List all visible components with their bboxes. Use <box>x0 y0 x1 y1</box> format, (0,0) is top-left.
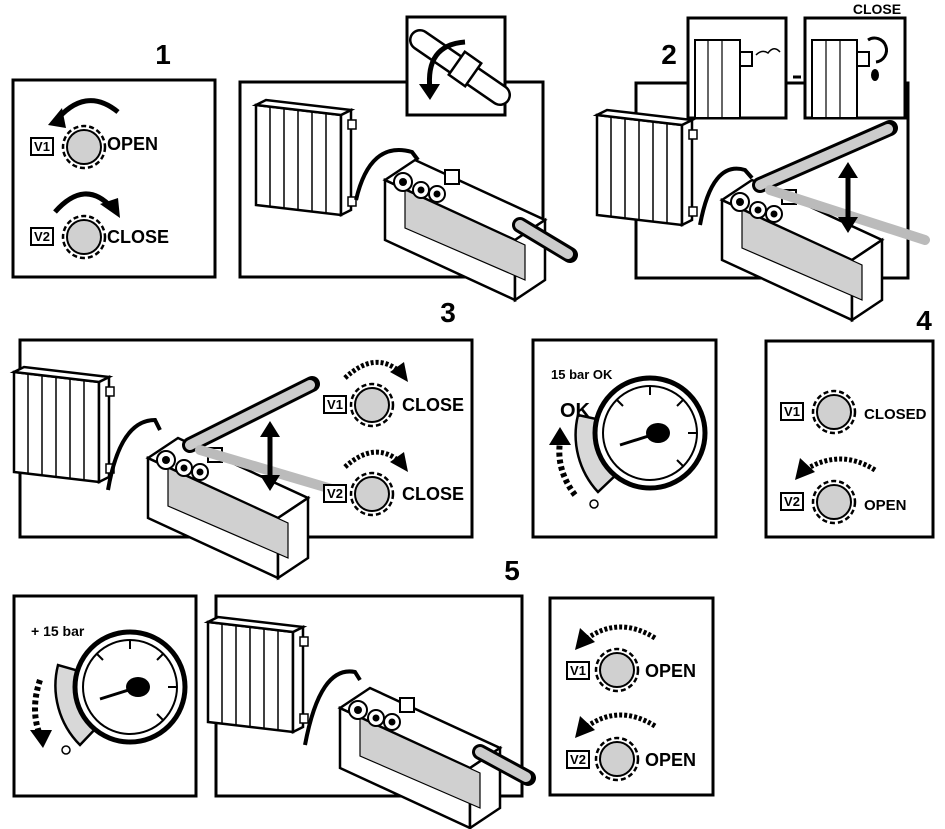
step5-v2-state: OPEN <box>645 750 696 770</box>
step-number-5: 5 <box>504 555 520 586</box>
step2-inset-close-label: CLOSE <box>853 1 901 17</box>
step5-v2-arrowhead-icon <box>575 716 595 738</box>
step4-v2-arrowhead-icon <box>795 458 815 480</box>
step5-v1-arrowhead-icon <box>575 628 595 650</box>
step5-v2-tag: V2 <box>570 752 586 767</box>
step2-close-rotate-icon <box>867 36 888 64</box>
step5-gauge-caption: + 15 bar <box>31 623 85 639</box>
step1-v1-tag: V1 <box>34 139 50 154</box>
step-number-3: 3 <box>440 297 456 328</box>
step3-radiator-icon <box>12 365 116 484</box>
step2-down-arrow-icon <box>838 217 858 233</box>
step5-v1-tag: V1 <box>570 663 586 678</box>
step4-gauge-rise-arrow <box>556 441 578 497</box>
step1-v2-arrowhead-icon <box>100 198 120 218</box>
step2-hose <box>698 166 754 226</box>
step5-pressure-gauge-icon <box>75 632 185 742</box>
step1-v2-tag: V2 <box>34 229 50 244</box>
step3-v1-arrowhead-icon <box>390 362 408 382</box>
step5-radiator-icon <box>206 615 310 734</box>
step4-up-arrowhead-icon <box>549 427 571 445</box>
step4-v2-state: OPEN <box>864 497 907 514</box>
step2-radiator-icon <box>595 108 699 227</box>
step3-v2-state: CLOSE <box>402 484 464 504</box>
step-number-2: 2 <box>661 39 677 70</box>
step2-up-arrow-icon <box>838 162 858 178</box>
step1-v1-arrowhead-icon <box>48 108 66 128</box>
step4-gauge-zero-mark <box>589 499 599 509</box>
step5-v1-rotate-arrow <box>583 624 657 643</box>
step5-down-arrowhead-icon <box>30 730 52 748</box>
step5-v1-knob-icon <box>594 647 640 693</box>
step4-gauge-ok-label: OK <box>560 400 591 422</box>
step3-down-arrow-icon <box>260 475 280 491</box>
step1-v1-knob-icon <box>61 124 107 170</box>
step4-pressure-gauge-icon <box>595 378 705 488</box>
step3-v1-knob-icon <box>349 382 395 428</box>
step5-v2-rotate-arrow <box>583 712 657 731</box>
step3-v2-tag: V2 <box>327 486 343 501</box>
step1-radiator-icon <box>254 98 358 217</box>
step4-v2-knob-icon <box>811 479 857 525</box>
step1-inset-arrow <box>426 39 466 91</box>
step3-v1-state: CLOSE <box>402 395 464 415</box>
step1-inset-arrowhead-icon <box>419 84 440 100</box>
step5-v1-state: OPEN <box>645 661 696 681</box>
step4-v1-knob-icon <box>811 389 857 435</box>
step3-v2-knob-icon <box>349 471 395 517</box>
step3-v1-tag: V1 <box>327 397 343 412</box>
step4-v1-state: CLOSED <box>864 406 927 423</box>
step5-hose <box>303 669 362 746</box>
step3-hose <box>106 417 162 491</box>
step5-gauge-zero-mark <box>61 745 71 755</box>
step3-up-arrow-icon <box>260 421 280 437</box>
step5-v2-knob-icon <box>594 736 640 782</box>
step-number-4: 4 <box>916 305 932 336</box>
step1-v2-knob-icon <box>61 214 107 260</box>
step4-gauge-caption: 15 bar OK <box>551 367 613 382</box>
step4-v2-rotate-arrow <box>803 456 877 473</box>
step1-v2-state: CLOSE <box>107 227 169 247</box>
step1-v1-state: OPEN <box>107 134 158 154</box>
step2-water-drop-icon <box>871 69 879 81</box>
step4-v2-tag: V2 <box>784 494 800 509</box>
step1-hose <box>354 148 420 201</box>
step3-v2-arrowhead-icon <box>390 452 408 472</box>
step2-bleed-air-icon <box>755 48 781 56</box>
step-number-1: 1 <box>155 39 171 70</box>
step4-v1-tag: V1 <box>784 404 800 419</box>
